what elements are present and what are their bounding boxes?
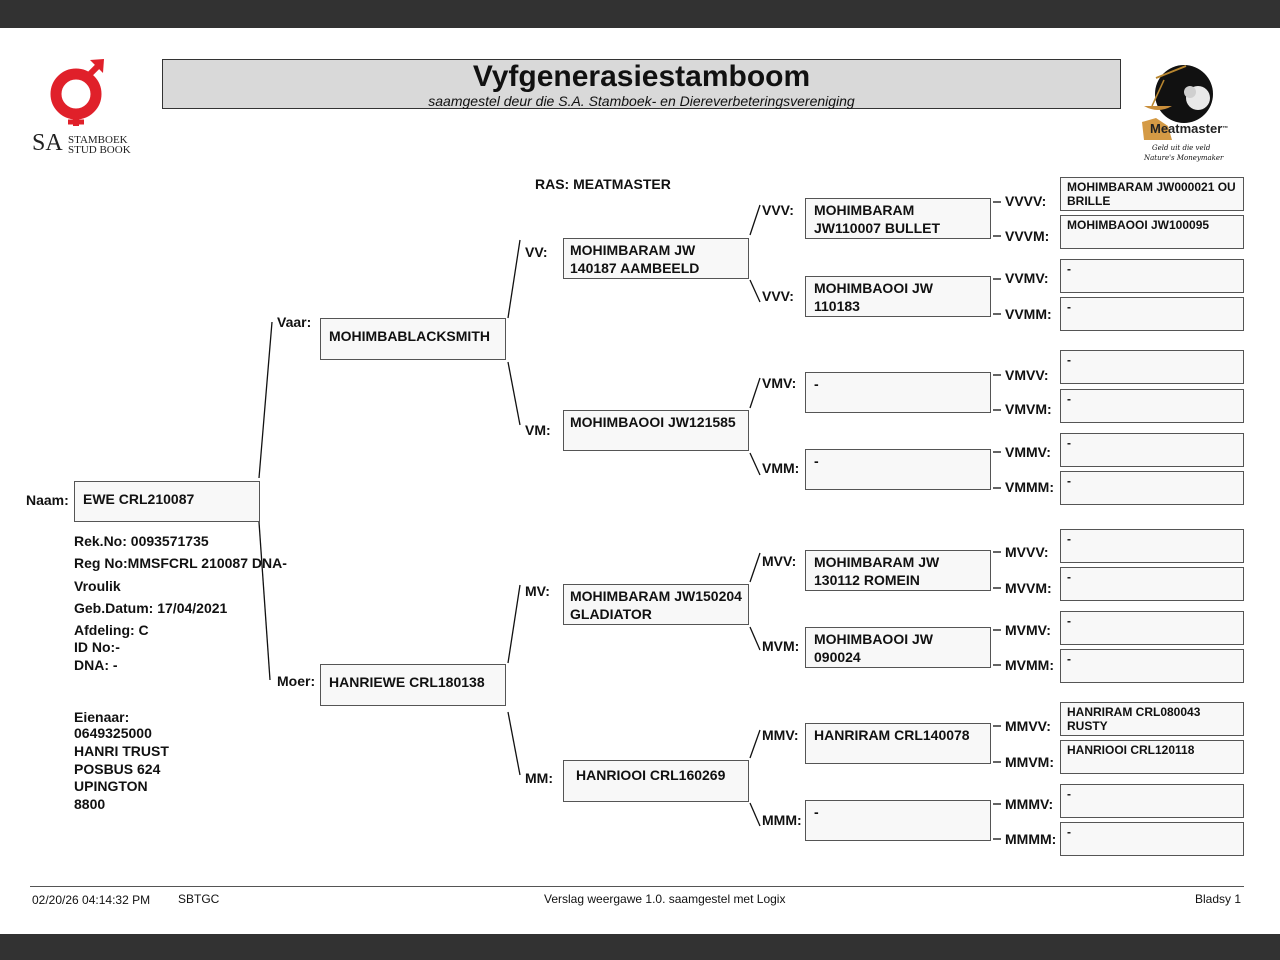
g4-label: VVMM: <box>1005 306 1052 322</box>
g4-box: MOHIMBARAM JW000021 OU BRILLE <box>1060 177 1244 211</box>
vvv-box: MOHIMBARAM JW110007 BULLET <box>805 198 991 239</box>
mm-box: HANRIOOI CRL160269 <box>563 760 749 802</box>
meatmaster-logo: Meatmaster™ Geld uit die veld Nature's M… <box>1138 60 1228 168</box>
g4-box: HANRIOOI CRL120118 <box>1060 740 1244 774</box>
animal-afdeling: Afdeling: C <box>74 622 149 638</box>
animal-idno: ID No:- <box>74 639 120 655</box>
mmv-label: MMV: <box>762 727 799 743</box>
logo-studbook-text: STUD BOOK <box>68 144 131 156</box>
animal-rekno: Rek.No: 0093571735 <box>74 533 209 549</box>
mvm-box: MOHIMBAOOI JW 090024 <box>805 627 991 668</box>
vvm-box: MOHIMBAOOI JW 110183 <box>805 276 991 317</box>
g4-box: HANRIRAM CRL080043 RUSTY <box>1060 702 1244 736</box>
vvv-label: VVV: <box>762 202 794 218</box>
moer-label: Moer: <box>277 673 316 689</box>
g4-label: MVMM: <box>1005 657 1054 673</box>
logo-stamboek-text: STAMBOEK <box>68 134 128 146</box>
breed-label: RAS: MEATMASTER <box>535 176 671 192</box>
g4-label: MMVM: <box>1005 754 1054 770</box>
vmm-label: VMM: <box>762 460 800 476</box>
vmm-box: - <box>805 449 991 490</box>
g4-label: VVVM: <box>1005 228 1050 244</box>
g4-box: MOHIMBAOOI JW100095 <box>1060 215 1244 249</box>
animal-dna: DNA: - <box>74 657 118 673</box>
studbook-symbol-icon <box>50 59 104 126</box>
g4-label: MVMV: <box>1005 622 1051 638</box>
g4-box: - <box>1060 389 1244 423</box>
vvm-label: VVV: <box>762 288 794 304</box>
g4-box: - <box>1060 649 1244 683</box>
vm-box: MOHIMBAOOI JW121585 <box>563 410 749 451</box>
mmm-box: - <box>805 800 991 841</box>
mmv-box: HANRIRAM CRL140078 <box>805 723 991 764</box>
g4-label: VMMM: <box>1005 479 1054 495</box>
mvv-label: MVV: <box>762 553 797 569</box>
vaar-label: Vaar: <box>277 314 312 330</box>
mvv-box: MOHIMBARAM JW 130112 ROMEIN <box>805 550 991 591</box>
g4-box: - <box>1060 822 1244 856</box>
mvm-label: MVM: <box>762 638 800 654</box>
g4-box: - <box>1060 567 1244 601</box>
animal-name-box: EWE CRL210087 <box>74 481 260 522</box>
footer-divider <box>30 886 1244 887</box>
meatmaster-slogan-2: Nature's Moneymaker <box>1144 154 1224 162</box>
viewer-bottom-bar <box>0 934 1280 960</box>
mv-label: MV: <box>525 583 550 599</box>
g4-box: - <box>1060 471 1244 505</box>
naam-label: Naam: <box>26 492 69 508</box>
owner-line: POSBUS 624 <box>74 761 161 777</box>
g4-label: MMVV: <box>1005 718 1051 734</box>
g4-box: - <box>1060 611 1244 645</box>
g4-box: - <box>1060 433 1244 467</box>
animal-sex: Vroulik <box>74 578 121 594</box>
vm-label: VM: <box>525 422 551 438</box>
g4-label: VVMV: <box>1005 270 1049 286</box>
vv-label: VV: <box>525 244 548 260</box>
meatmaster-tm: ™ <box>1222 126 1229 132</box>
g4-label: VMMV: <box>1005 444 1051 460</box>
viewer-top-bar <box>0 0 1280 28</box>
owner-label: Eienaar: <box>74 709 130 725</box>
mv-box: MOHIMBARAM JW150204 GLADIATOR <box>563 584 749 625</box>
meatmaster-brand-text: Meatmaster™ <box>1150 122 1228 136</box>
vmv-box: - <box>805 372 991 413</box>
dam-box: HANRIEWE CRL180138 <box>320 664 506 706</box>
g4-label: VMVV: <box>1005 367 1049 383</box>
owner-line: UPINGTON <box>74 778 148 794</box>
owner-line: 8800 <box>74 796 106 812</box>
title-banner: Vyfgenerasiestamboom saamgestel deur die… <box>162 59 1121 109</box>
meatmaster-brand-name: Meatmaster <box>1150 121 1223 136</box>
mmm-label: MMM: <box>762 812 802 828</box>
footer-code: SBTGC <box>178 892 220 906</box>
footer-page-number: Bladsy 1 <box>1195 892 1242 906</box>
logo-sa-text: SA <box>32 130 63 156</box>
g4-label: MMMV: <box>1005 796 1054 812</box>
mm-label: MM: <box>525 770 553 786</box>
g4-box: - <box>1060 784 1244 818</box>
footer-report-version: Verslag weergawe 1.0. saamgestel met Log… <box>544 892 786 906</box>
g4-box: - <box>1060 350 1244 384</box>
page-title: Vyfgenerasiestamboom <box>472 60 811 93</box>
g4-box: - <box>1060 297 1244 331</box>
g4-label: MVVM: <box>1005 580 1052 596</box>
g4-box: - <box>1060 529 1244 563</box>
meatmaster-slogan-1: Geld uit die veld <box>1152 144 1211 152</box>
vmv-label: VMV: <box>762 375 797 391</box>
animal-regno: Reg No:MMSFCRL 210087 DNA- <box>74 555 287 571</box>
g4-label: MMMM: <box>1005 831 1057 847</box>
owner-line: HANRI TRUST <box>74 743 169 759</box>
animal-birthdate: Geb.Datum: 17/04/2021 <box>74 600 228 616</box>
footer-timestamp: 02/20/26 04:14:32 PM <box>32 893 151 907</box>
g4-label: VVVV: <box>1005 193 1047 209</box>
owner-line: 0649325000 <box>74 725 152 741</box>
g4-label: VMVM: <box>1005 401 1052 417</box>
g4-box: - <box>1060 259 1244 293</box>
meatmaster-emblem-icon <box>1142 65 1213 140</box>
sire-box: MOHIMBABLACKSMITH <box>320 318 506 360</box>
sa-studbook-logo: SA STAMBOEK STUD BOOK <box>28 56 138 160</box>
vv-box: MOHIMBARAM JW 140187 AAMBEELD <box>563 238 749 279</box>
page-subtitle: saamgestel deur die S.A. Stamboek- en Di… <box>428 93 855 109</box>
g4-label: MVVV: <box>1005 544 1049 560</box>
